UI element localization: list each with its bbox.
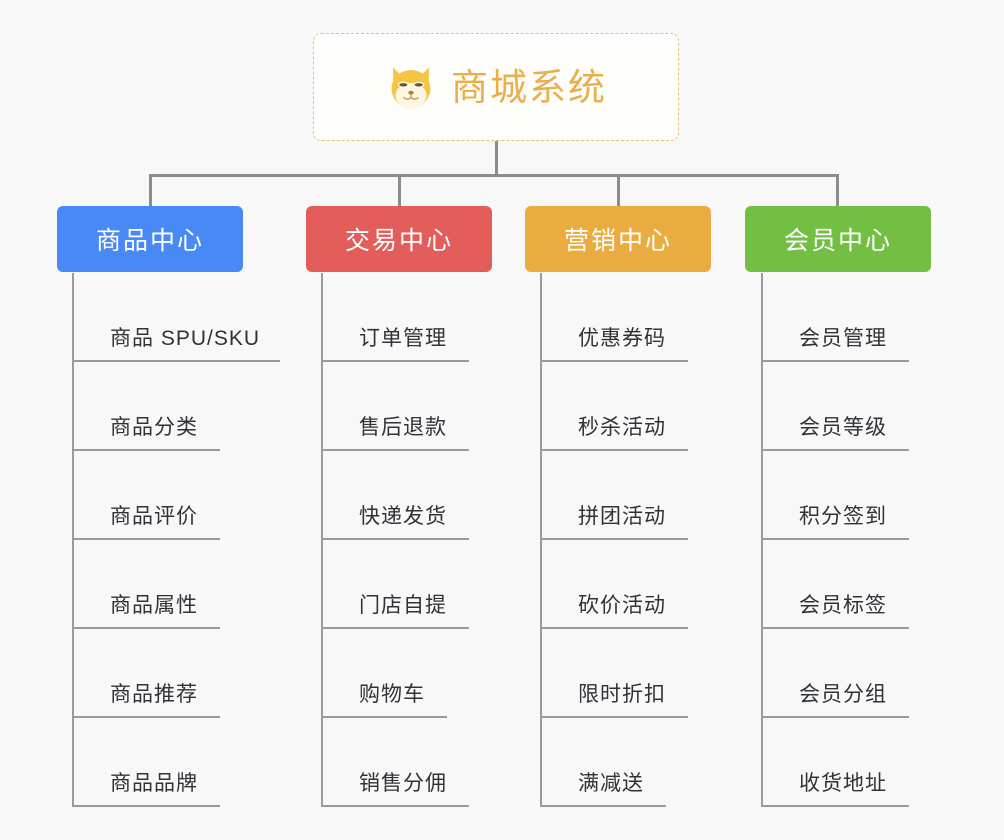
leaf-item-underline [321,449,469,451]
leaf-item-label: 限时折扣 [578,683,666,706]
leaf-item-商品品牌[interactable]: 商品品牌 [72,718,220,807]
connector-drop-1 [149,174,152,206]
leaf-item-秒杀活动[interactable]: 秒杀活动 [540,362,688,451]
leaf-item-商品属性[interactable]: 商品属性 [72,540,220,629]
leaf-item-underline [540,805,666,807]
column-spine [321,273,323,807]
connector-drop-2 [398,174,401,206]
leaf-item-积分签到[interactable]: 积分签到 [761,451,909,540]
leaf-item-underline [321,538,469,540]
column-spine [72,273,74,807]
leaf-item-underline [72,805,220,807]
leaf-item-销售分佣[interactable]: 销售分佣 [321,718,469,807]
leaf-item-underline [761,805,909,807]
leaf-item-收货地址[interactable]: 收货地址 [761,718,909,807]
leaf-item-underline [321,805,469,807]
leaf-item-拼团活动[interactable]: 拼团活动 [540,451,688,540]
root-node-商城系统[interactable]: 商城系统 [313,33,679,141]
leaf-item-会员等级[interactable]: 会员等级 [761,362,909,451]
category-box-会员中心[interactable]: 会员中心 [745,206,931,272]
connector-drop-4 [836,174,839,206]
leaf-item-label: 会员分组 [799,683,887,706]
leaf-item-限时折扣[interactable]: 限时折扣 [540,629,688,718]
leaf-item-商品推荐[interactable]: 商品推荐 [72,629,220,718]
leaf-item-商品 SPU/SKU[interactable]: 商品 SPU/SKU [72,273,280,362]
leaf-item-underline [72,627,220,629]
leaf-item-underline [761,449,909,451]
category-label: 会员中心 [783,227,892,255]
leaf-item-underline [72,360,280,362]
category-box-交易中心[interactable]: 交易中心 [306,206,492,272]
leaf-item-label: 商品评价 [110,505,198,528]
leaf-item-underline [72,538,220,540]
connector-root-stem [495,141,498,174]
leaf-item-会员标签[interactable]: 会员标签 [761,540,909,629]
leaf-item-underline [72,716,220,718]
leaf-item-label: 订单管理 [359,327,447,350]
leaf-item-label: 快递发货 [359,505,447,528]
leaf-item-underline [540,449,688,451]
leaf-item-门店自提[interactable]: 门店自提 [321,540,469,629]
leaf-item-商品评价[interactable]: 商品评价 [72,451,220,540]
leaf-item-label: 售后退款 [359,416,447,439]
leaf-item-订单管理[interactable]: 订单管理 [321,273,469,362]
leaf-item-会员分组[interactable]: 会员分组 [761,629,909,718]
leaf-item-label: 商品品牌 [110,772,198,795]
leaf-item-underline [761,538,909,540]
leaf-item-满减送[interactable]: 满减送 [540,718,666,807]
connector-drop-3 [617,174,620,206]
column-spine [540,273,542,807]
leaf-item-label: 销售分佣 [359,772,447,795]
leaf-item-label: 会员标签 [799,594,887,617]
column-spine [761,273,763,807]
root-title: 商城系统 [451,66,607,108]
leaf-item-label: 砍价活动 [578,594,666,617]
leaf-item-label: 购物车 [359,683,425,706]
leaf-item-underline [72,449,220,451]
leaf-item-underline [761,627,909,629]
leaf-item-label: 拼团活动 [578,505,666,528]
shiba-dog-icon [391,67,431,109]
leaf-item-快递发货[interactable]: 快递发货 [321,451,469,540]
leaf-item-label: 商品推荐 [110,683,198,706]
leaf-item-优惠券码[interactable]: 优惠券码 [540,273,688,362]
leaf-item-underline [540,360,688,362]
leaf-item-underline [321,627,469,629]
leaf-item-售后退款[interactable]: 售后退款 [321,362,469,451]
leaf-item-underline [761,360,909,362]
leaf-item-underline [540,716,688,718]
leaf-item-underline [321,716,447,718]
leaf-item-商品分类[interactable]: 商品分类 [72,362,220,451]
leaf-item-label: 会员等级 [799,416,887,439]
leaf-item-砍价活动[interactable]: 砍价活动 [540,540,688,629]
leaf-item-label: 收货地址 [799,772,887,795]
category-label: 商品中心 [95,227,204,255]
leaf-item-label: 秒杀活动 [578,416,666,439]
leaf-item-label: 商品属性 [110,594,198,617]
connector-horizontal-bus [150,174,838,177]
leaf-item-label: 优惠券码 [578,327,666,350]
leaf-item-会员管理[interactable]: 会员管理 [761,273,909,362]
leaf-item-label: 满减送 [578,772,644,795]
leaf-item-label: 商品分类 [110,416,198,439]
leaf-item-label: 门店自提 [359,594,447,617]
leaf-item-underline [761,716,909,718]
leaf-item-underline [540,627,688,629]
leaf-item-underline [321,360,469,362]
category-label: 交易中心 [344,227,453,255]
leaf-item-label: 积分签到 [799,505,887,528]
category-box-商品中心[interactable]: 商品中心 [57,206,243,272]
leaf-item-label: 会员管理 [799,327,887,350]
leaf-item-label: 商品 SPU/SKU [110,327,261,350]
leaf-item-underline [540,538,688,540]
category-label: 营销中心 [563,227,672,255]
leaf-item-购物车[interactable]: 购物车 [321,629,447,718]
category-box-营销中心[interactable]: 营销中心 [525,206,711,272]
